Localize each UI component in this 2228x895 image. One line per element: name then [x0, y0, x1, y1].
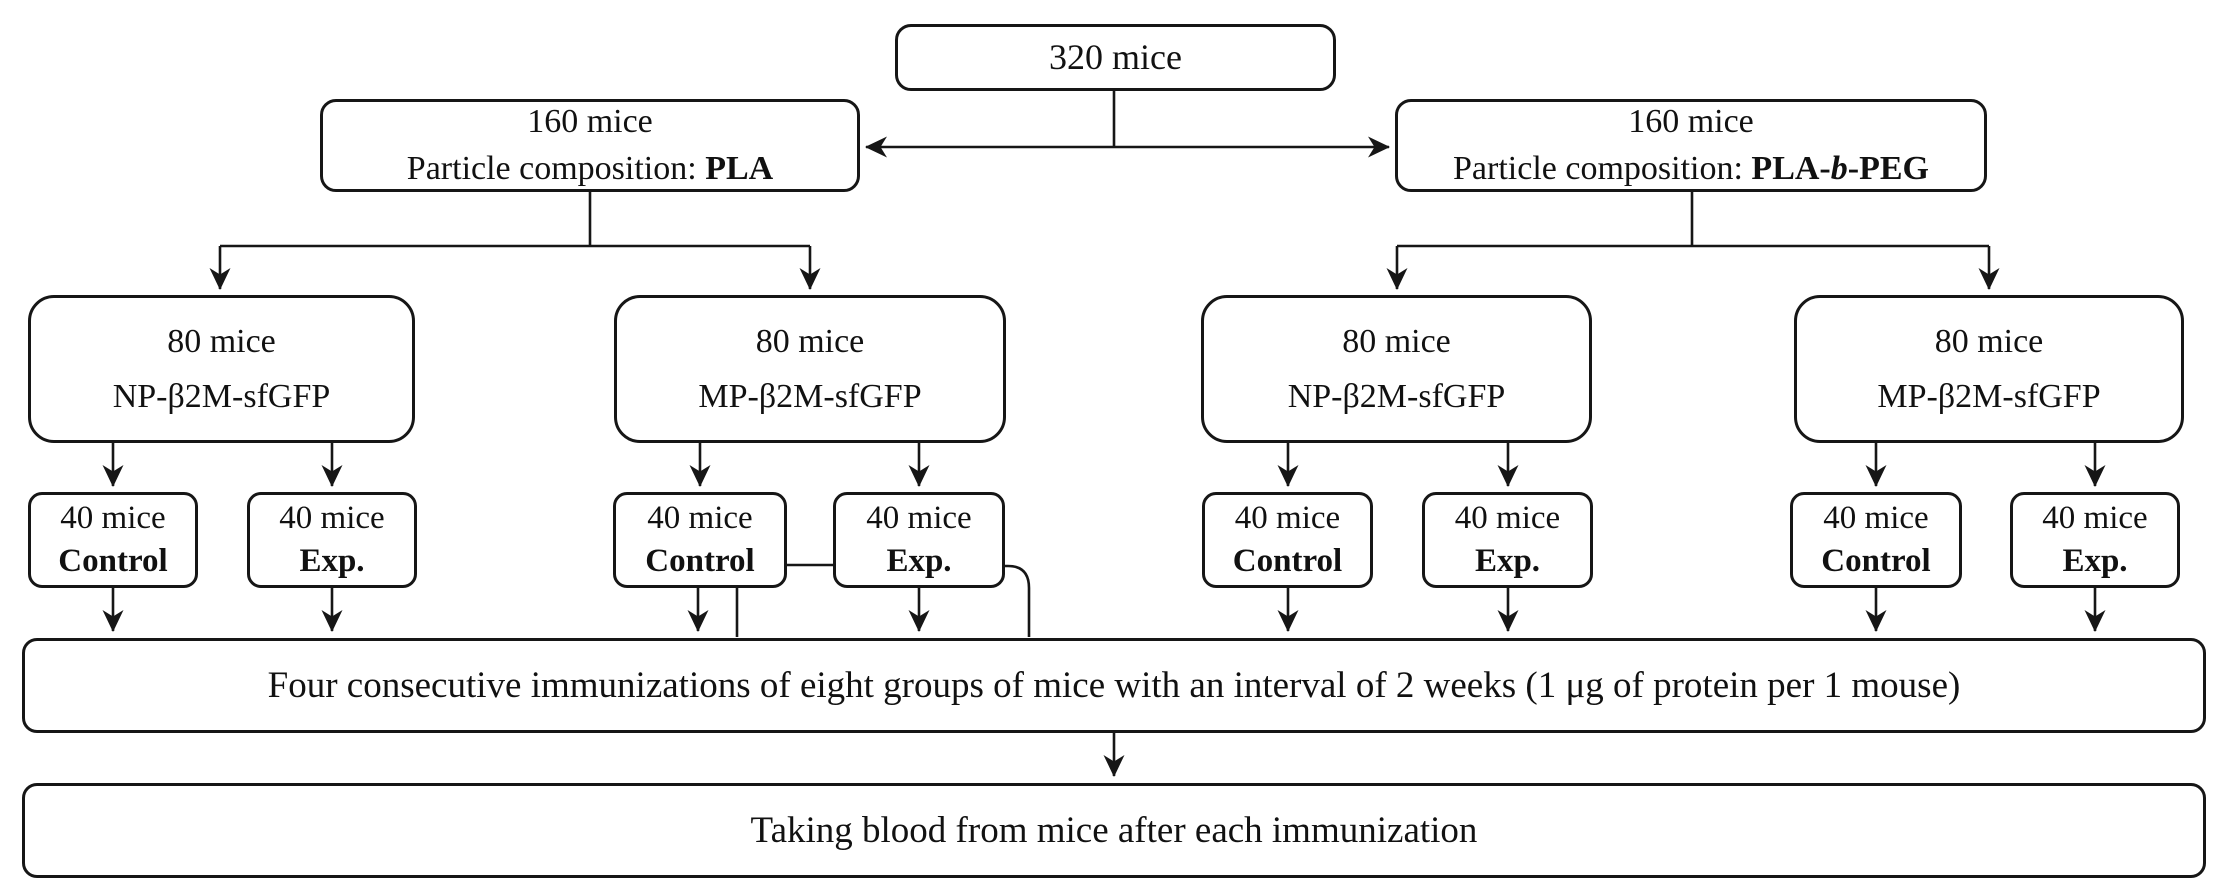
connector-g2-exp-curve: [1005, 564, 1031, 637]
node-g1-exp: 40 mice Exp.: [247, 492, 417, 588]
node-total-mice-label: 320 mice: [1049, 37, 1182, 78]
blood-sampling-text: Taking blood from mice after each immuni…: [750, 809, 1478, 851]
group-count: 80 mice: [1342, 322, 1451, 360]
node-g1-control: 40 mice Control: [28, 492, 198, 588]
group-antigen: MP-β2M-sfGFP: [698, 378, 922, 415]
subgroup-type: Control: [58, 543, 168, 579]
node-g4-control: 40 mice Control: [1790, 492, 1962, 588]
node-g3-control: 40 mice Control: [1202, 492, 1373, 588]
pla-composition: Particle composition: PLA: [406, 149, 774, 187]
subgroup-count: 40 mice: [1823, 500, 1929, 537]
node-pla-mp-group: 80 mice MP-β2M-sfGFP: [614, 295, 1006, 443]
node-g4-exp: 40 mice Exp.: [2010, 492, 2180, 588]
node-g2-exp: 40 mice Exp.: [833, 492, 1005, 588]
node-blood-sampling-step: Taking blood from mice after each immuni…: [22, 783, 2206, 878]
subgroup-count: 40 mice: [60, 500, 166, 537]
plabpeg-count: 160 mice: [1628, 102, 1754, 140]
subgroup-type: Control: [1821, 543, 1931, 579]
group-count: 80 mice: [1934, 322, 2044, 360]
subgroup-count: 40 mice: [1454, 500, 1561, 537]
subgroup-count: 40 mice: [2042, 500, 2148, 537]
pla-count: 160 mice: [527, 102, 653, 140]
subgroup-type: Exp.: [886, 543, 952, 579]
subgroup-type: Exp.: [299, 543, 365, 579]
group-antigen: NP-β2M-sfGFP: [1287, 378, 1506, 415]
group-count: 80 mice: [167, 322, 276, 360]
subgroup-count: 40 mice: [866, 500, 972, 537]
subgroup-type: Exp.: [1474, 543, 1541, 579]
node-g2-control: 40 mice Control: [613, 492, 787, 588]
subgroup-type: Control: [1232, 543, 1343, 579]
subgroup-count: 40 mice: [279, 500, 385, 537]
group-antigen: MP-β2M-sfGFP: [1877, 378, 2101, 415]
node-plabpeg-np-group: 80 mice NP-β2M-sfGFP: [1201, 295, 1592, 443]
node-pla-np-group: 80 mice NP-β2M-sfGFP: [28, 295, 415, 443]
immunization-text: Four consecutive immunizations of eight …: [267, 664, 1961, 706]
node-plabpeg-mp-group: 80 mice MP-β2M-sfGFP: [1794, 295, 2184, 443]
node-plabpeg-group: 160 mice Particle composition: PLA-b-PEG: [1395, 99, 1987, 192]
group-count: 80 mice: [755, 322, 865, 360]
subgroup-type: Control: [645, 543, 755, 579]
subgroup-type: Exp.: [2062, 543, 2128, 579]
node-g3-exp: 40 mice Exp.: [1422, 492, 1593, 588]
group-antigen: NP-β2M-sfGFP: [112, 378, 331, 415]
node-immunization-step: Four consecutive immunizations of eight …: [22, 638, 2206, 733]
subgroup-count: 40 mice: [647, 500, 753, 537]
node-pla-group: 160 mice Particle composition: PLA: [320, 99, 860, 192]
subgroup-count: 40 mice: [1234, 500, 1341, 537]
plabpeg-composition: Particle composition: PLA-b-PEG: [1453, 149, 1929, 187]
node-total-mice: 320 mice: [895, 24, 1336, 91]
